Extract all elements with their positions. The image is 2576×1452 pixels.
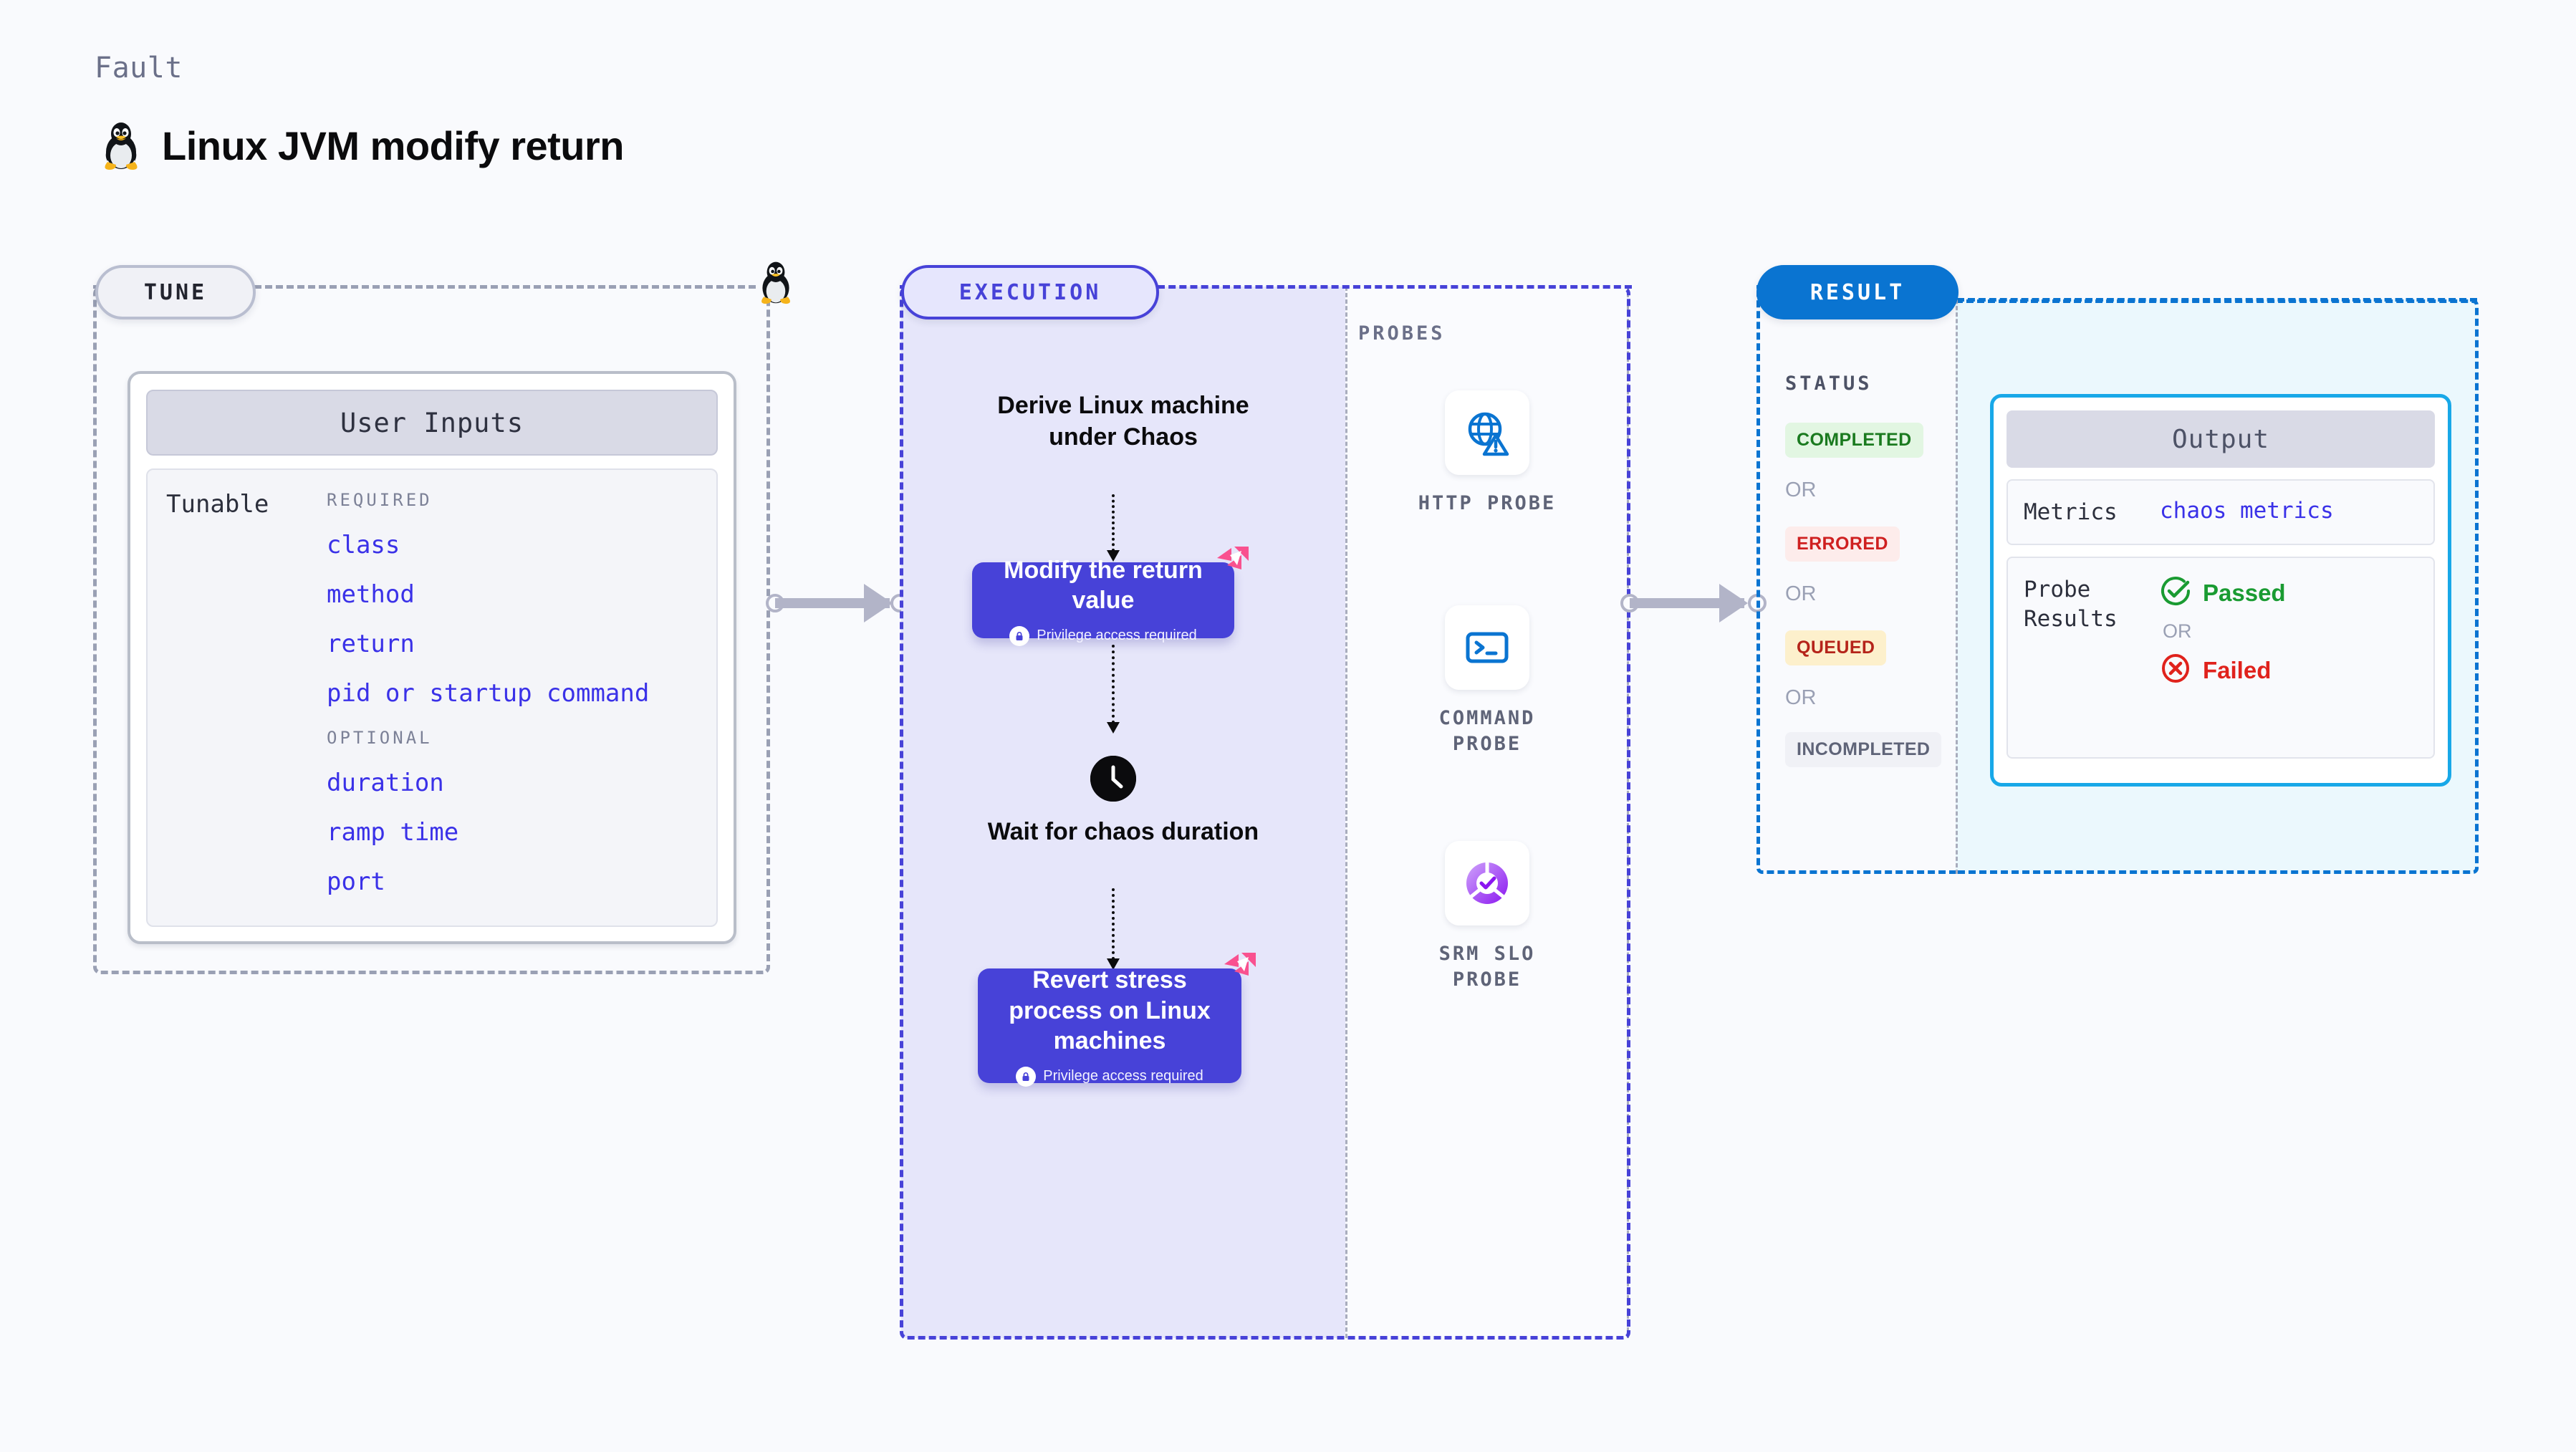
tune-panel <box>93 287 770 974</box>
execution-card-revert-stress-title: Revert stress process on Linux machines <box>1009 966 1211 1055</box>
status-title: STATUS <box>1785 372 1873 395</box>
lock-icon <box>1009 625 1030 646</box>
output-panel-top-edge <box>1957 298 2477 304</box>
probe-http-label: HTTP PROBE <box>1418 492 1557 514</box>
flow-arrow-1 <box>1107 494 1120 562</box>
user-inputs-title: User Inputs <box>146 390 718 456</box>
probe-result-or: OR <box>2163 620 2192 643</box>
probe-http[interactable]: HTTP PROBE <box>1398 390 1577 516</box>
page-title-row: Linux JVM modify return <box>99 120 625 170</box>
probe-srm-slo-label: SRM SLO PROBE <box>1438 943 1536 991</box>
lock-icon <box>1016 1066 1037 1087</box>
status-or-2: OR <box>1785 582 1817 605</box>
user-inputs-body: Tunable REQUIRED class method return pid… <box>146 468 718 927</box>
slo-donut-check-icon <box>1445 841 1529 925</box>
privilege-badge-2: Privilege access required <box>1016 1066 1203 1087</box>
execution-card-revert-stress[interactable]: Revert stress process on Linux machines … <box>978 953 1256 1087</box>
flow-arrow-2 <box>1107 645 1120 734</box>
status-badge-errored: ERRORED <box>1785 527 1900 562</box>
tunable-group-optional-label: OPTIONAL <box>327 728 433 748</box>
clock-icon <box>1090 756 1136 802</box>
probe-command-label: COMMAND PROBE <box>1438 707 1536 755</box>
tunable-group-required-label: REQUIRED <box>327 490 433 510</box>
tunable-label: Tunable <box>166 490 269 519</box>
tunable-list: REQUIRED class method return pid or star… <box>327 490 716 925</box>
probe-result-failed: Failed <box>2160 653 2286 688</box>
output-card: Output Metrics chaos metrics Probe Resul… <box>1990 394 2451 787</box>
output-probe-results-key: Probe Results <box>2024 577 2118 632</box>
execution-card-modify-return-title: Modify the return value <box>1004 556 1203 615</box>
page-title: Linux JVM modify return <box>162 122 625 168</box>
tunable-item-return[interactable]: return <box>327 630 415 658</box>
tune-connector-penguin-icon <box>756 260 796 308</box>
user-inputs-card: User Inputs Tunable REQUIRED class metho… <box>128 371 736 944</box>
probe-result-failed-label: Failed <box>2203 656 2272 683</box>
linux-penguin-icon <box>99 120 143 170</box>
output-card-title: Output <box>2007 410 2435 468</box>
tune-panel-top-right-edge <box>254 285 756 291</box>
tunable-item-pid-or-startup-command[interactable]: pid or startup command <box>327 679 650 708</box>
probe-command[interactable]: COMMAND PROBE <box>1398 605 1577 756</box>
probes-title: PROBES <box>1358 322 1446 345</box>
result-panel-divider <box>1956 287 1958 874</box>
status-badge-queued: QUEUED <box>1785 630 1887 665</box>
tune-badge: TUNE <box>95 265 256 319</box>
execution-card-modify-return[interactable]: Modify the return value Privilege access… <box>972 547 1249 646</box>
check-circle-icon <box>2160 575 2191 610</box>
status-or-3: OR <box>1785 686 1817 709</box>
tunable-item-method[interactable]: method <box>327 580 415 609</box>
execution-step-derive: Derive Linux machine under Chaos <box>997 392 1249 451</box>
execution-badge: EXECUTION <box>901 265 1159 319</box>
output-metrics-value[interactable]: chaos metrics <box>2160 498 2334 524</box>
status-badge-completed: COMPLETED <box>1785 423 1923 458</box>
probe-result-passed-label: Passed <box>2203 579 2286 606</box>
execution-panel-top-right-edge <box>1158 285 1632 291</box>
status-or-1: OR <box>1785 479 1817 501</box>
status-badge-incompleted: INCOMPLETED <box>1785 732 1942 767</box>
privilege-badge-1: Privilege access required <box>1009 625 1197 646</box>
privilege-text-1: Privilege access required <box>1037 628 1197 643</box>
flow-arrow-3 <box>1107 888 1120 970</box>
execution-step-wait: Wait for chaos duration <box>987 818 1259 845</box>
tunable-item-ramp-time[interactable]: ramp time <box>327 818 459 847</box>
output-probe-results-values: Passed OR Failed <box>2160 575 2286 740</box>
tunable-item-class[interactable]: class <box>327 531 400 559</box>
result-badge: RESULT <box>1756 265 1959 319</box>
globe-warning-icon <box>1445 390 1529 475</box>
probe-result-passed: Passed <box>2160 575 2286 610</box>
probe-srm-slo[interactable]: SRM SLO PROBE <box>1398 841 1577 992</box>
harness-mark-icon <box>1220 948 1260 992</box>
tunable-item-duration[interactable]: duration <box>327 769 444 797</box>
privilege-text-2: Privilege access required <box>1043 1068 1203 1085</box>
x-circle-icon <box>2160 653 2191 688</box>
output-metrics-key: Metrics <box>2024 499 2118 525</box>
terminal-icon <box>1445 605 1529 690</box>
result-panel <box>1756 287 1959 874</box>
harness-mark-icon <box>1213 542 1253 586</box>
execution-panel-fill <box>901 287 1345 1338</box>
output-row-metrics: Metrics chaos metrics <box>2007 479 2435 546</box>
execution-panel <box>900 287 1630 1340</box>
page-kicker: Fault <box>95 52 183 85</box>
output-row-probe-results: Probe Results Passed OR <box>2007 557 2435 759</box>
tunable-item-port[interactable]: port <box>327 867 385 896</box>
